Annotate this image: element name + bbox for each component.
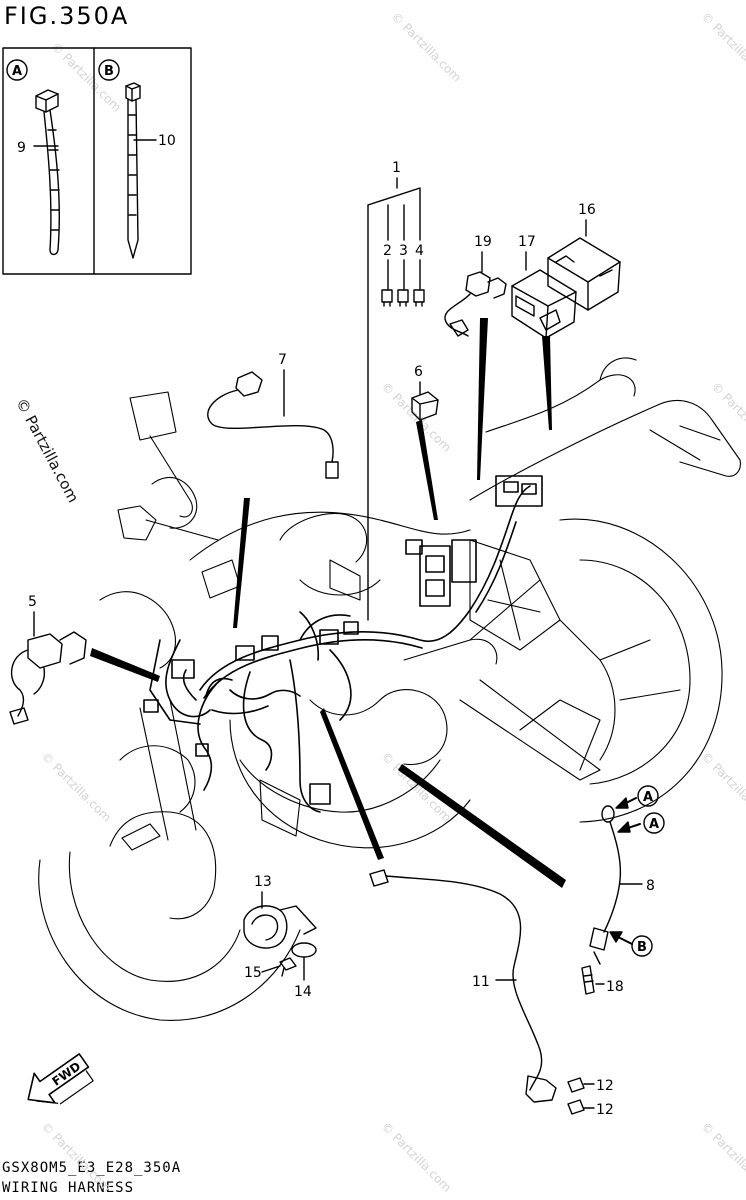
control-unit-16: 16 — [547, 202, 621, 311]
part-callout-10: 10 — [158, 133, 176, 149]
part-callout-12a: 12 — [596, 1078, 614, 1094]
part-callout-16: 16 — [578, 202, 596, 218]
part-callout-13: 13 — [254, 874, 272, 890]
leader-wedge — [542, 336, 552, 430]
bolt-15: 15 — [244, 957, 297, 981]
sub-harness-5: 5 — [9, 594, 87, 725]
screw-12a: 12 — [567, 1077, 614, 1094]
screw-12b: 12 — [567, 1099, 614, 1118]
grommet-6: 6 — [411, 364, 439, 421]
horn-assembly-13: 13 — [243, 874, 317, 949]
washer-14: 14 — [291, 942, 317, 1000]
leader-wedge — [477, 318, 488, 480]
part-callout-12b: 12 — [596, 1102, 614, 1118]
sensor-lead-11: 11 — [369, 869, 557, 1103]
fuse-group: 1 2 3 4 — [367, 160, 425, 621]
inset-panel-a-marker: A — [6, 59, 28, 81]
terminal-18: 18 — [581, 965, 624, 995]
part-callout-19: 19 — [474, 234, 492, 250]
reference-a-label: A — [643, 790, 653, 805]
leader-wedges — [90, 318, 566, 888]
leader-wedge — [398, 764, 566, 888]
relay-harness-19: 19 — [444, 234, 507, 337]
part-callout-15: 15 — [244, 965, 262, 981]
part-callout-2: 2 — [383, 243, 392, 259]
fuse-3-icon — [397, 289, 409, 307]
inset-panel-b-marker: B — [98, 59, 120, 81]
part-callout-9: 9 — [17, 140, 26, 156]
motorcycle-outline — [38, 357, 741, 1021]
ecu-module-17: 17 — [511, 234, 577, 339]
fuse-2-icon — [381, 289, 393, 307]
reference-b-marker: B — [609, 931, 653, 957]
figure-code: GSX8OM5_E3_E28_350A — [2, 1160, 182, 1176]
forward-arrow-icon: FWD — [27, 1053, 94, 1105]
part-callout-11: 11 — [472, 974, 490, 990]
sensor-lead-8: 8 — [589, 805, 655, 965]
leader-wedge — [320, 708, 384, 860]
reference-a-marker: A — [615, 785, 659, 809]
part-callout-18: 18 — [606, 979, 624, 995]
inset-panel-a-letter: A — [12, 64, 22, 79]
figure-name: WIRING HARNESS — [2, 1180, 135, 1196]
part-callout-14: 14 — [294, 984, 312, 1000]
reference-a-marker: A — [617, 812, 665, 834]
part-callout-6: 6 — [414, 364, 423, 380]
reference-a-label: A — [649, 817, 659, 832]
leader-wedge — [416, 420, 438, 520]
fuse-4-icon — [413, 289, 425, 307]
inset-panel: A B 9 10 — [2, 47, 192, 275]
reference-b-label: B — [637, 940, 647, 955]
part-callout-3: 3 — [399, 243, 408, 259]
inset-panel-b-letter: B — [104, 64, 114, 79]
part-callout-7: 7 — [278, 352, 287, 368]
part-callout-8: 8 — [646, 878, 655, 894]
part-callout-4: 4 — [415, 243, 424, 259]
part-callout-17: 17 — [518, 234, 536, 250]
clamp-9-illustration — [35, 89, 60, 256]
cable-tie-10-illustration — [125, 82, 141, 259]
main-wiring-harness — [143, 475, 543, 813]
leader-wedge — [90, 648, 160, 682]
part-callout-5: 5 — [28, 594, 37, 610]
figure-title: FIG.350A — [4, 2, 130, 30]
leader-wedge — [233, 498, 250, 628]
inset-border — [2, 47, 192, 275]
part-callout-1: 1 — [392, 160, 401, 176]
sensor-cable-7: 7 — [207, 352, 339, 479]
